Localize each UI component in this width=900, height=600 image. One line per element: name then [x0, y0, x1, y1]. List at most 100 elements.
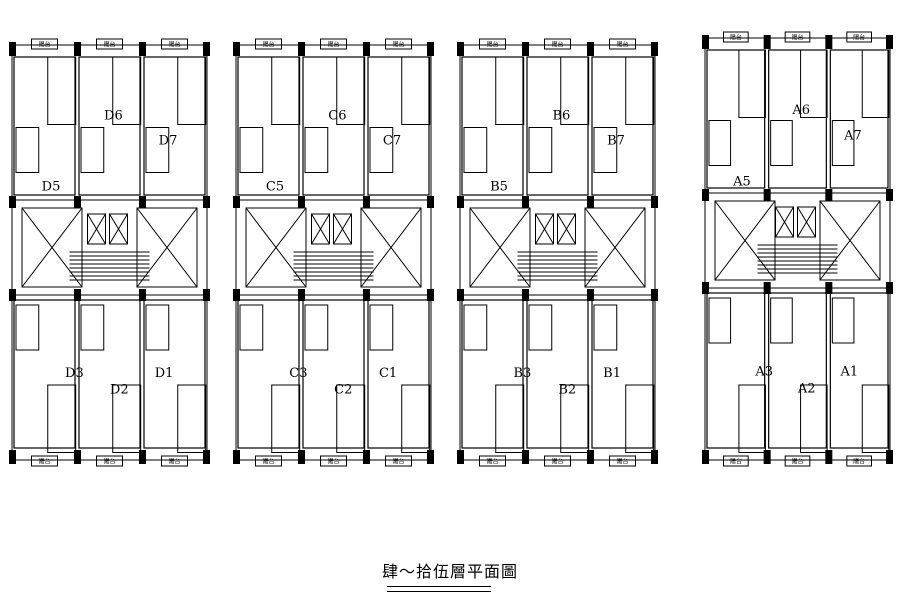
stair-cross: [21, 207, 83, 288]
column: [886, 35, 893, 49]
bathroom: [463, 304, 488, 351]
bathroom: [15, 304, 40, 351]
bedroom: [738, 384, 766, 453]
bathroom: [528, 127, 553, 173]
balcony-label: 陽台: [103, 458, 115, 466]
unit-label-b3: B3: [513, 366, 531, 381]
balcony-label: 陽台: [38, 458, 50, 466]
core-area: [11, 199, 208, 296]
balcony: [385, 455, 412, 467]
bathroom: [831, 120, 855, 166]
balcony-label: 陽台: [551, 458, 563, 466]
unit-label-a2: A2: [797, 381, 816, 396]
bedroom: [177, 56, 207, 125]
column: [233, 450, 240, 464]
bathroom: [593, 304, 618, 351]
balcony-label: 陽台: [730, 34, 742, 42]
column: [139, 42, 146, 56]
balcony-label: 陽台: [262, 41, 274, 49]
elevator-cross: [797, 206, 816, 238]
column: [363, 196, 370, 208]
balcony-label: 陽台: [853, 458, 865, 466]
unit-label-b7: B7: [607, 134, 625, 149]
unit-label-c3: C3: [289, 366, 307, 381]
unit-room: [367, 299, 430, 449]
unit-room: [768, 49, 827, 189]
column: [522, 196, 529, 208]
bathroom: [304, 304, 329, 351]
column: [457, 450, 464, 464]
stair-cross: [819, 200, 881, 281]
column: [587, 450, 594, 464]
column: [651, 42, 658, 56]
column: [702, 450, 709, 464]
column: [298, 196, 305, 208]
bathroom: [80, 127, 105, 173]
balcony: [31, 455, 58, 467]
stair-shaft: [819, 200, 881, 281]
elevator-cross: [333, 213, 352, 245]
bathroom: [770, 297, 793, 344]
bedroom: [560, 56, 590, 125]
bathroom: [239, 304, 264, 351]
unit-label-a7: A7: [843, 128, 862, 143]
elevator-cross: [557, 213, 576, 245]
bathroom: [369, 304, 394, 351]
unit-label-d2: D2: [110, 383, 129, 398]
core-area: [704, 192, 891, 289]
bathroom: [528, 304, 553, 351]
bathroom: [831, 297, 855, 344]
column: [363, 42, 370, 56]
bathroom: [463, 127, 488, 173]
column: [886, 450, 893, 464]
balcony-label: 陽台: [486, 458, 498, 466]
balcony: [161, 455, 188, 467]
unit-label-a5: A5: [732, 175, 751, 190]
unit-room: [591, 56, 654, 196]
elevator-cross: [109, 213, 128, 245]
balcony-label: 陽台: [853, 34, 865, 42]
balcony-label: 陽台: [616, 41, 628, 49]
unit-room: [302, 56, 365, 196]
balcony-label: 陽台: [730, 458, 742, 466]
unit-label-c6: C6: [328, 109, 346, 124]
unit-room: [706, 49, 766, 189]
bathroom: [80, 304, 105, 351]
elevator: [87, 213, 106, 245]
bedroom: [738, 49, 766, 118]
column: [587, 42, 594, 56]
balcony: [385, 38, 412, 50]
unit-room: [829, 292, 889, 449]
unit-room: [768, 292, 827, 449]
column: [522, 450, 529, 464]
balcony: [320, 38, 347, 50]
stair-cross: [584, 207, 646, 288]
column: [203, 42, 210, 56]
balcony-label: 陽台: [392, 458, 404, 466]
balcony-label: 陽台: [791, 458, 803, 466]
balcony: [846, 455, 872, 467]
unit-label-c7: C7: [383, 134, 401, 149]
balcony-label: 陽台: [616, 458, 628, 466]
unit-room: [367, 56, 430, 196]
unit-room: [13, 56, 76, 196]
unit-room: [526, 56, 589, 196]
balcony: [96, 38, 123, 50]
column: [203, 450, 210, 464]
elevator: [535, 213, 554, 245]
stair-cross: [469, 207, 531, 288]
balcony-label: 陽台: [168, 41, 180, 49]
stair-shaft: [714, 200, 776, 281]
balcony-label: 陽台: [327, 41, 339, 49]
stair-shaft: [245, 207, 307, 288]
bathroom: [15, 127, 40, 173]
core-area: [459, 199, 656, 296]
bathroom: [770, 120, 793, 166]
unit-label-d6: D6: [104, 109, 123, 124]
balcony: [723, 31, 749, 43]
balcony-label: 陽台: [103, 41, 115, 49]
column: [825, 450, 833, 464]
